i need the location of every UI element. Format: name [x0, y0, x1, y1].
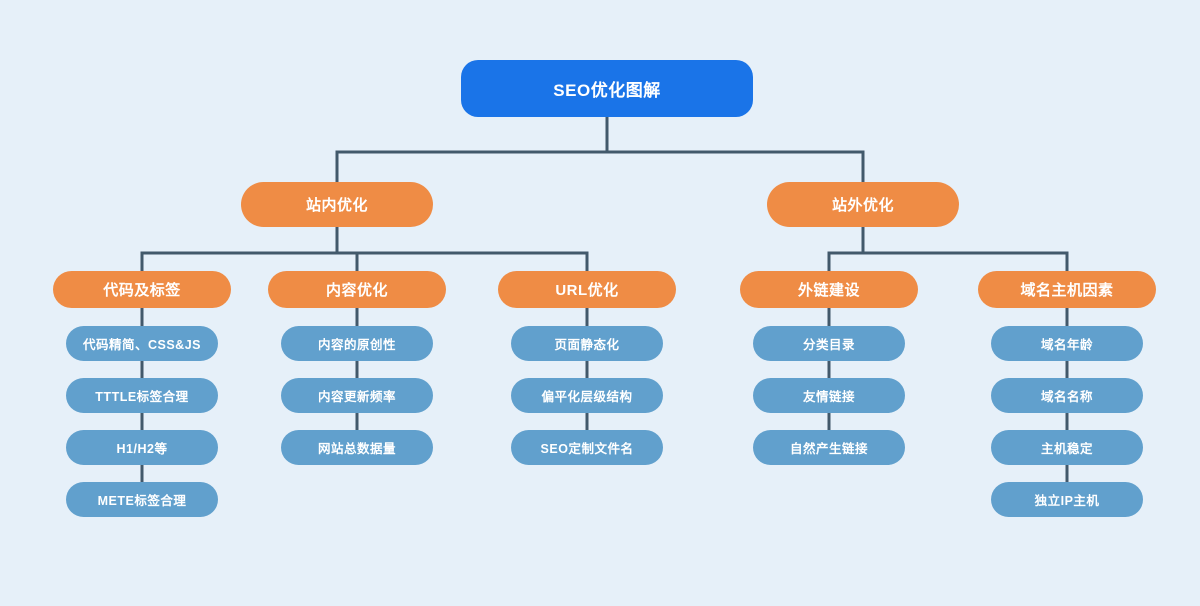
group-domain-host: 域名主机因素 — [978, 271, 1156, 308]
connector-root — [335, 117, 865, 182]
leaf-node: SEO定制文件名 — [511, 430, 663, 465]
group-code-tags: 代码及标签 — [53, 271, 231, 308]
connector-offsite — [827, 227, 1069, 271]
root-node: SEO优化图解 — [461, 60, 753, 117]
connector-onsite — [140, 227, 589, 271]
leaf-node: 主机稳定 — [991, 430, 1143, 465]
leaf-node: 独立IP主机 — [991, 482, 1143, 517]
leaf-node: 内容的原创性 — [281, 326, 433, 361]
leaf-node: TTTLE标签合理 — [66, 378, 218, 413]
branch-offsite: 站外优化 — [767, 182, 959, 227]
leaf-node: 分类目录 — [753, 326, 905, 361]
leaf-node: 网站总数据量 — [281, 430, 433, 465]
leaf-node: 自然产生链接 — [753, 430, 905, 465]
group-backlinks: 外链建设 — [740, 271, 918, 308]
leaf-node: 友情链接 — [753, 378, 905, 413]
leaf-node: 页面静态化 — [511, 326, 663, 361]
leaf-node: 域名名称 — [991, 378, 1143, 413]
leaf-node: 内容更新频率 — [281, 378, 433, 413]
branch-onsite: 站内优化 — [241, 182, 433, 227]
group-content: 内容优化 — [268, 271, 446, 308]
group-url: URL优化 — [498, 271, 676, 308]
leaf-node: METE标签合理 — [66, 482, 218, 517]
leaf-node: 域名年龄 — [991, 326, 1143, 361]
leaf-node: 偏平化层级结构 — [511, 378, 663, 413]
leaf-node: 代码精简、CSS&JS — [66, 326, 218, 361]
leaf-node: H1/H2等 — [66, 430, 218, 465]
